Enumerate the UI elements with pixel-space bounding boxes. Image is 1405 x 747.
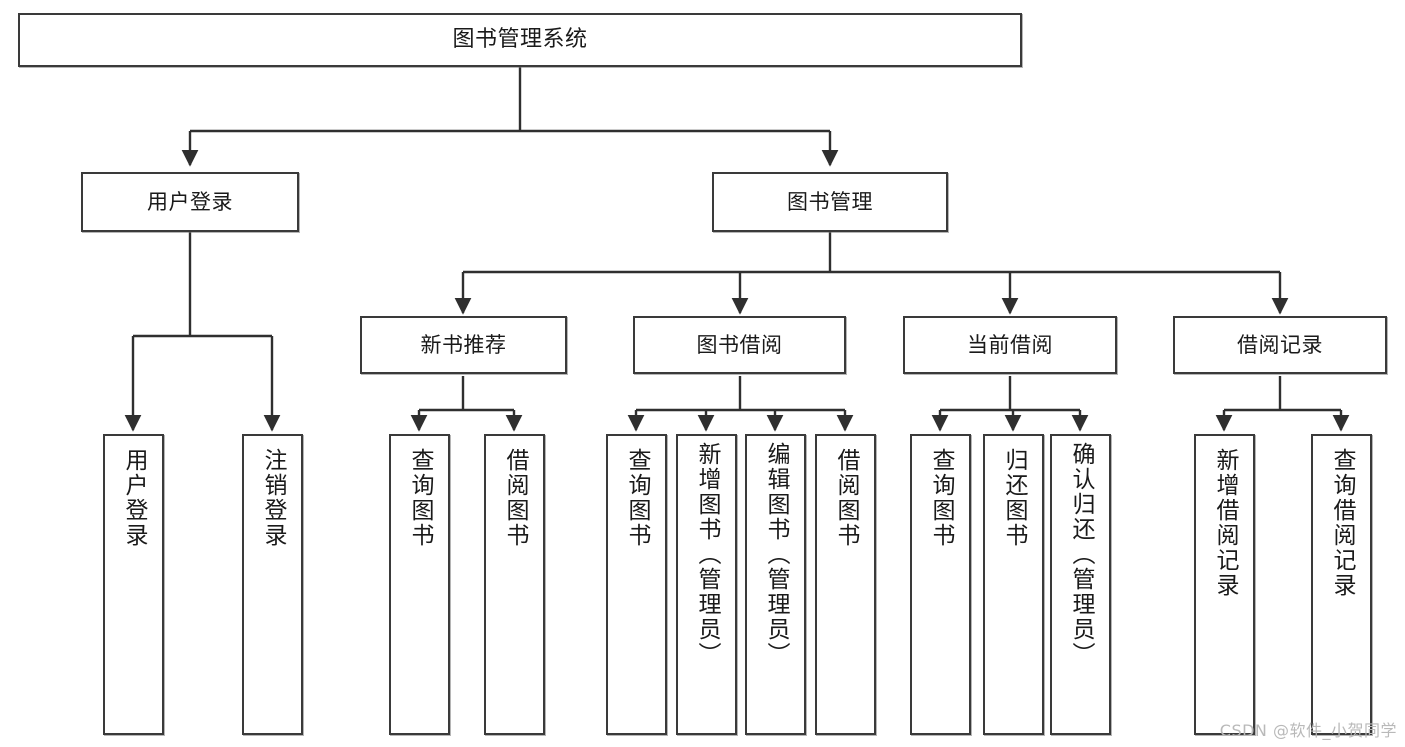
node-label: 借阅图书 [502, 448, 528, 548]
leaf-current-query-book[interactable]: 查询图书 [910, 434, 971, 735]
leaf-user-login-logout[interactable]: 注销登录 [242, 434, 303, 735]
leaf-borrow-query-book[interactable]: 查询图书 [606, 434, 667, 735]
watermark-text: CSDN @软件_小贺同学 [1219, 721, 1397, 740]
leaf-current-confirm-return-admin[interactable]: 确认归还（管理员） [1050, 434, 1111, 735]
node-label: 归还图书 [1001, 448, 1027, 548]
leaf-current-return-book[interactable]: 归还图书 [983, 434, 1044, 735]
leaf-new-book-borrow[interactable]: 借阅图书 [484, 434, 545, 735]
leaf-user-login-login[interactable]: 用户登录 [103, 434, 164, 735]
node-label: 查询借阅记录 [1329, 448, 1355, 598]
node-current-borrow[interactable]: 当前借阅 [903, 316, 1117, 374]
node-label: 新增图书（管理员） [694, 442, 720, 667]
node-user-login[interactable]: 用户登录 [81, 172, 299, 232]
node-new-book-recommend[interactable]: 新书推荐 [360, 316, 567, 374]
node-book-borrow[interactable]: 图书借阅 [633, 316, 846, 374]
node-label: 图书借阅 [696, 332, 783, 357]
leaf-record-query-record[interactable]: 查询借阅记录 [1311, 434, 1372, 735]
node-label: 查询图书 [624, 448, 650, 548]
leaf-borrow-borrow-book[interactable]: 借阅图书 [815, 434, 876, 735]
node-label: 借阅图书 [833, 448, 859, 548]
node-label: 新书推荐 [420, 332, 507, 357]
node-label: 注销登录 [260, 448, 286, 548]
node-label: 编辑图书（管理员） [763, 442, 789, 667]
node-label: 新增借阅记录 [1212, 448, 1238, 598]
node-label: 确认归还（管理员） [1068, 442, 1094, 667]
node-book-management[interactable]: 图书管理 [712, 172, 948, 232]
node-label: 图书管理 [787, 189, 873, 214]
node-label: 查询图书 [407, 448, 433, 548]
node-label: 借阅记录 [1237, 332, 1323, 357]
leaf-new-book-query[interactable]: 查询图书 [389, 434, 450, 735]
leaf-record-add-record[interactable]: 新增借阅记录 [1194, 434, 1255, 735]
node-label: 图书管理系统 [452, 27, 588, 53]
node-label: 查询图书 [928, 448, 954, 548]
node-label: 当前借阅 [967, 332, 1053, 357]
node-label: 用户登录 [147, 189, 233, 214]
leaf-borrow-add-book-admin[interactable]: 新增图书（管理员） [676, 434, 737, 735]
leaf-borrow-edit-book-admin[interactable]: 编辑图书（管理员） [745, 434, 806, 735]
node-label: 用户登录 [121, 448, 147, 548]
node-borrow-record[interactable]: 借阅记录 [1173, 316, 1387, 374]
node-root-system[interactable]: 图书管理系统 [18, 13, 1022, 67]
